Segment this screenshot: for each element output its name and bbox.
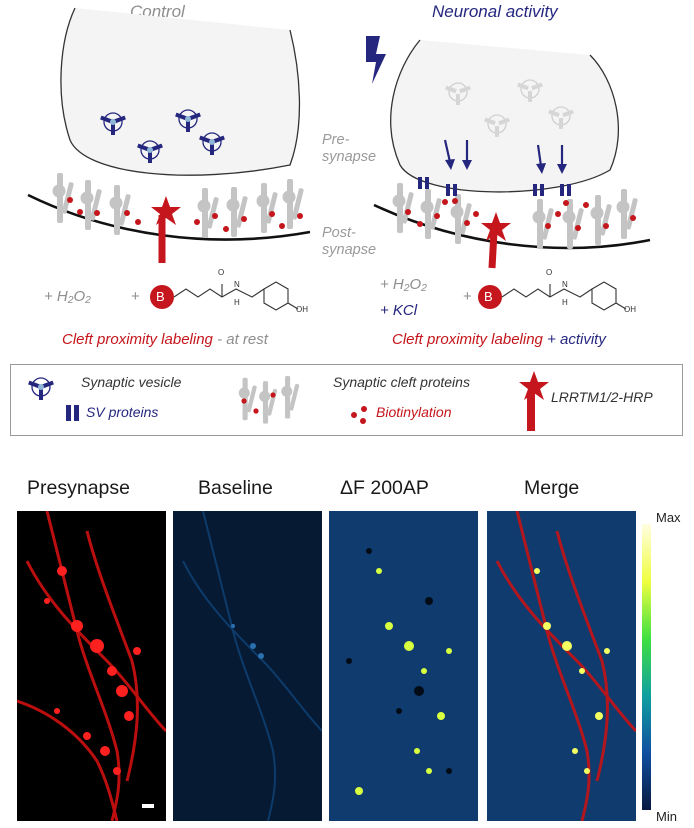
panel-title-merge: Merge (524, 477, 579, 500)
biotin-letter-right: B (484, 289, 493, 304)
legend-hrp: LRRTM1/2-HRP (551, 389, 653, 405)
postsynapse-label-line2: synapse (322, 242, 376, 259)
panel-title-deltaf: ΔF 200AP (340, 477, 429, 500)
sv-protein-legend-icon (66, 405, 71, 421)
colorbar (642, 524, 651, 810)
left-h2o2: + H₂O₂ (44, 288, 91, 305)
colorbar-min: Min (656, 809, 677, 824)
legend-vesicle: Synaptic vesicle (81, 374, 181, 390)
amide-h-right: H (562, 298, 568, 307)
right-kcl: + KCl (380, 302, 417, 319)
vesicle-legend-icon (28, 378, 54, 400)
merge-image (487, 511, 636, 821)
presynapse-image (17, 511, 166, 821)
right-caption-navy: + activity (543, 331, 606, 348)
legend-box: Synaptic vesicle SV proteins Synaptic cl… (10, 364, 683, 436)
phenol-oh-right: OH (624, 305, 636, 314)
presynapse-label-line2: synapse (322, 149, 376, 166)
lightning-icon (366, 36, 386, 84)
colorbar-max: Max (656, 510, 681, 525)
postsynapse-label: Post- synapse (322, 225, 376, 259)
right-caption-red: Cleft proximity labeling (392, 331, 543, 348)
left-presynaptic-terminal (61, 8, 300, 175)
right-h2o2: + H₂O₂ (380, 276, 427, 293)
amide-h-left: H (234, 298, 240, 307)
biotin-phenol-right (478, 282, 626, 310)
synapse-schematic (0, 0, 694, 364)
deltaf-image (329, 511, 478, 821)
biotin-phenol-left (150, 282, 298, 310)
scale-bar (142, 804, 154, 808)
hrp-star-icon (151, 196, 181, 225)
left-caption-red: Cleft proximity labeling (62, 331, 213, 348)
right-presynaptic-terminal (391, 40, 619, 192)
cleft-protein-legend-icon (239, 376, 300, 424)
left-plus: + (131, 288, 140, 305)
right-plus: + (463, 288, 472, 305)
phenol-oh-left: OH (296, 305, 308, 314)
panel-title-baseline: Baseline (198, 477, 273, 500)
legend-biotinylation: Biotinylation (376, 404, 452, 420)
legend-sv-proteins: SV proteins (86, 404, 158, 420)
right-caption: Cleft proximity labeling + activity (392, 331, 606, 348)
biotin-letter-left: B (156, 289, 165, 304)
amide-o-right: O (546, 268, 552, 277)
presynapse-label-line1: Pre- (322, 132, 376, 149)
amide-o-left: O (218, 268, 224, 277)
legend-cleft: Synaptic cleft proteins (333, 374, 470, 390)
presynapse-label: Pre- synapse (322, 132, 376, 166)
amide-n-right: N (562, 280, 568, 289)
baseline-image (173, 511, 322, 821)
left-caption: Cleft proximity labeling - at rest (62, 331, 268, 348)
left-caption-gray: - at rest (213, 331, 268, 348)
postsynapse-label-line1: Post- (322, 225, 376, 242)
panel-title-presynapse: Presynapse (27, 477, 130, 500)
amide-n-left: N (234, 280, 240, 289)
